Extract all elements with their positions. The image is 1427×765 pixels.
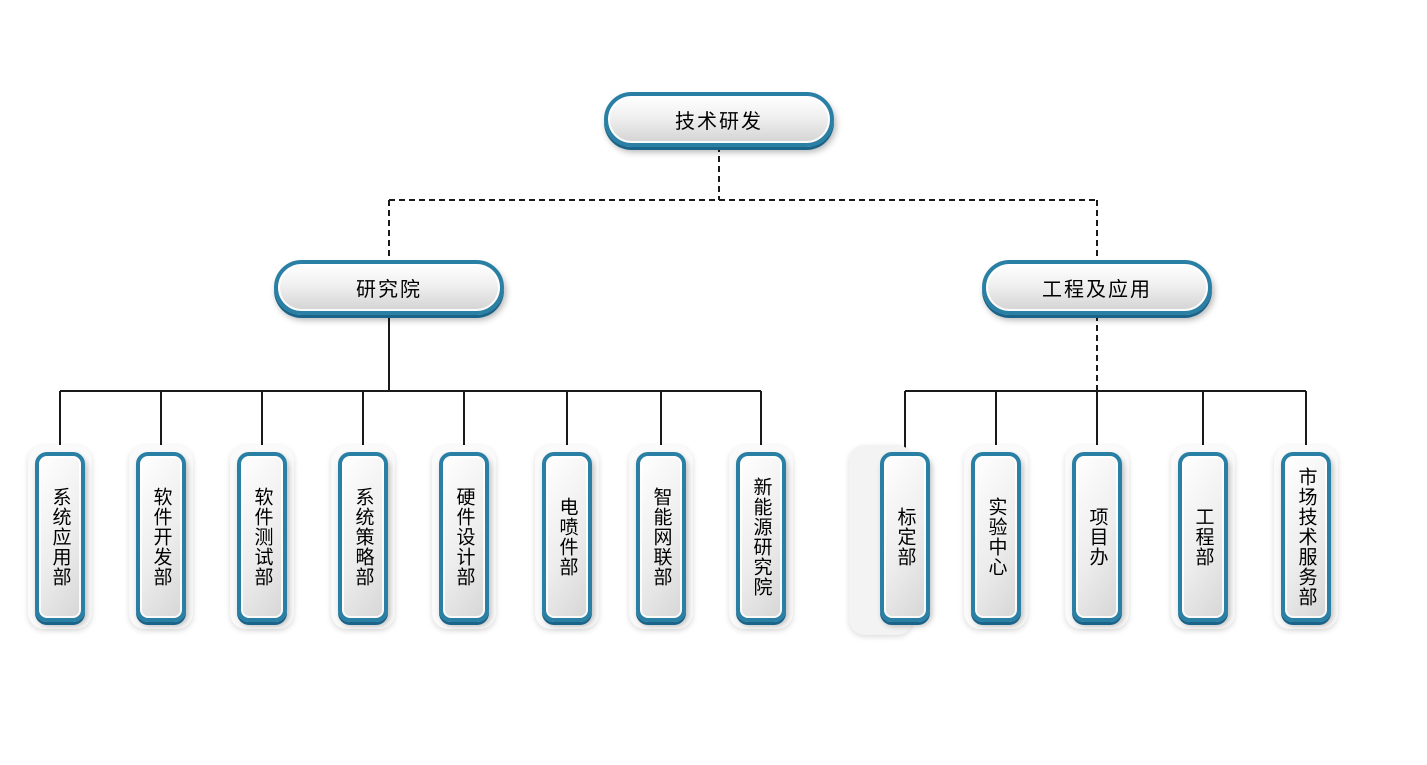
branch-node-label: 研究院	[356, 277, 422, 301]
leaf-box: 工程部	[1178, 452, 1228, 622]
root-node-label: 技术研发	[675, 109, 763, 133]
leaf-box: 项目办	[1072, 452, 1122, 622]
leaf-box: 智能网联部	[636, 452, 686, 622]
leaf-label: 项目办	[1086, 507, 1109, 567]
leaf-node-project-office: 项目办	[1065, 445, 1129, 629]
leaf-label: 智能网联部	[650, 487, 673, 587]
leaf-label: 电喷件部	[556, 497, 579, 577]
leaf-node-software-development: 软件开发部	[129, 445, 193, 629]
branch-node-research-institute: 研究院	[274, 260, 504, 315]
leaf-node-laboratory-center: 实验中心	[964, 445, 1028, 629]
leaf-label: 软件测试部	[251, 487, 274, 587]
leaf-label: 硬件设计部	[453, 487, 476, 587]
branch-node-engineering-application: 工程及应用	[982, 260, 1212, 315]
leaf-box: 系统策略部	[338, 452, 388, 622]
leaf-box: 软件开发部	[136, 452, 186, 622]
leaf-box: 电喷件部	[542, 452, 592, 622]
leaf-node-calibration: 标定部	[849, 445, 937, 635]
leaf-label: 实验中心	[985, 497, 1008, 577]
branch-node-label: 工程及应用	[1042, 277, 1152, 301]
leaf-box: 标定部	[880, 452, 930, 622]
leaf-box: 实验中心	[971, 452, 1021, 622]
leaf-node-market-tech-service: 市场技术服务部	[1274, 445, 1338, 629]
leaf-label: 工程部	[1192, 507, 1215, 567]
leaf-node-system-application: 系统应用部	[28, 445, 92, 629]
leaf-box: 市场技术服务部	[1281, 452, 1331, 622]
leaf-label: 软件开发部	[150, 487, 173, 587]
leaf-box: 新能源研究院	[736, 452, 786, 622]
leaf-node-system-strategy: 系统策略部	[331, 445, 395, 629]
leaf-label: 系统策略部	[352, 487, 375, 587]
leaf-label: 系统应用部	[49, 487, 72, 587]
leaf-node-software-testing: 软件测试部	[230, 445, 294, 629]
leaf-node-hardware-design: 硬件设计部	[432, 445, 496, 629]
leaf-box: 硬件设计部	[439, 452, 489, 622]
leaf-node-intelligent-connectivity: 智能网联部	[629, 445, 693, 629]
leaf-label: 新能源研究院	[750, 477, 773, 597]
leaf-label: 市场技术服务部	[1295, 467, 1318, 607]
leaf-box: 软件测试部	[237, 452, 287, 622]
leaf-box: 系统应用部	[35, 452, 85, 622]
leaf-label: 标定部	[894, 507, 917, 567]
leaf-node-engineering: 工程部	[1171, 445, 1235, 629]
leaf-node-new-energy-research: 新能源研究院	[729, 445, 793, 629]
leaf-node-efi-components: 电喷件部	[535, 445, 599, 629]
root-node-tech-rd: 技术研发	[604, 92, 834, 147]
